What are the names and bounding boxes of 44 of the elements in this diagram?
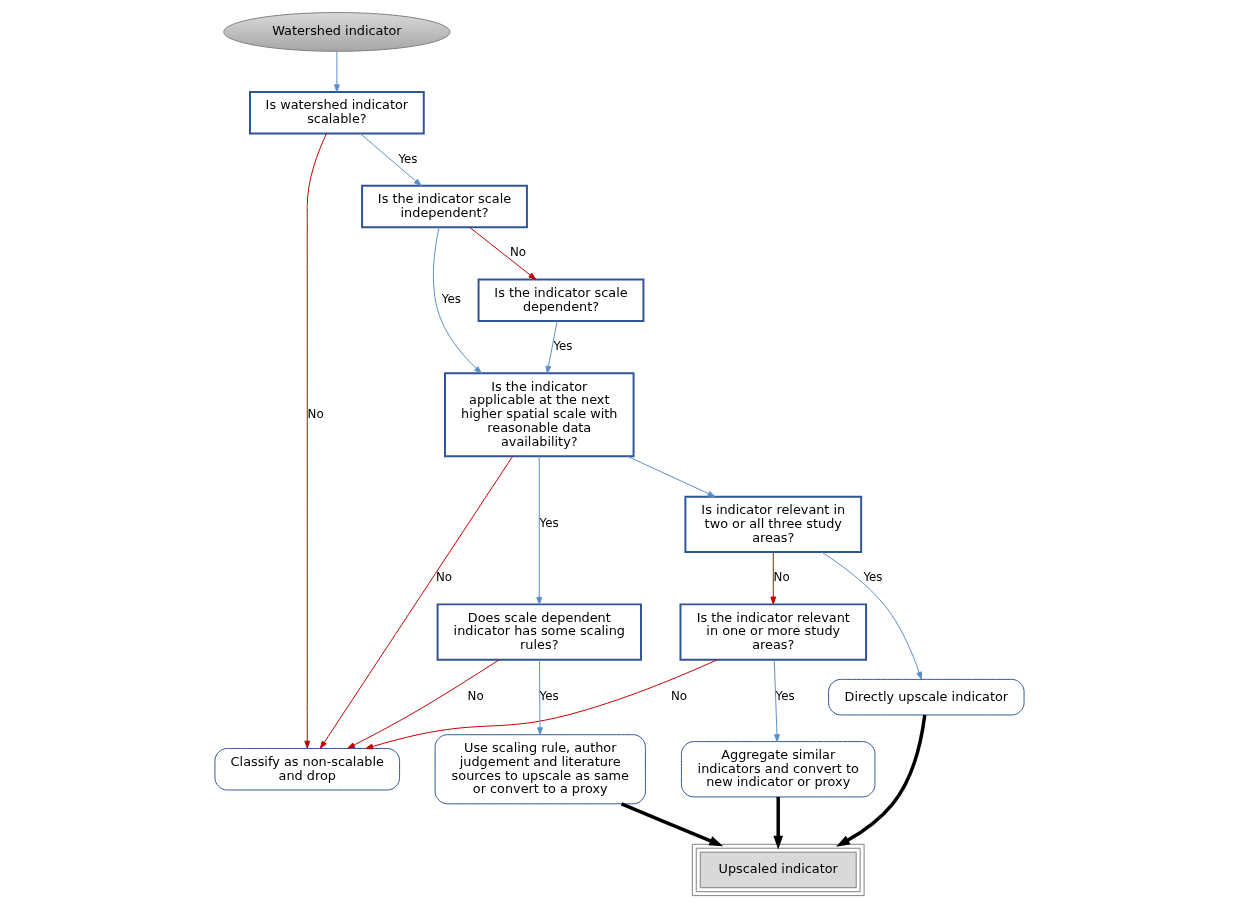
arrow [835, 714, 926, 847]
edge-label: Yes [775, 689, 795, 704]
node-box: Use scaling rule, author judgement and literature sources to upscale as same or convert to a proxy [434, 734, 646, 805]
arrow [432, 226, 482, 374]
node-box: Upscaled indicator [691, 843, 865, 897]
edge-label: No [509, 245, 526, 260]
arrow [820, 551, 922, 680]
arrow [626, 455, 715, 498]
edge-label: No [670, 689, 687, 704]
edge-label: Yes [862, 570, 883, 585]
arrow [772, 796, 783, 850]
arrow [364, 659, 718, 750]
node-ellipse: Watershed indicator [222, 12, 451, 52]
arrow [545, 320, 558, 374]
arrow [333, 51, 340, 93]
arrow [536, 659, 543, 736]
node-box: Directly upscale indicator [827, 678, 1025, 716]
node-box: Is the indicator scale independent? [360, 184, 528, 229]
node-box: Aggregate similar indicators and convert to new indicator or proxy [680, 741, 875, 798]
arrow [773, 659, 780, 743]
node-box: Is the indicator relevant in one or more study areas? [679, 603, 867, 661]
node-box: Does scale dependent indicator has some scaling rules? [436, 603, 642, 661]
edge-label: No [467, 689, 484, 704]
arrow [359, 133, 422, 187]
edge-label: Yes [539, 516, 559, 531]
edge-label: Yes [441, 292, 461, 307]
edge-label: No [435, 570, 452, 585]
node-box: Is the indicator scale dependent? [477, 278, 644, 322]
node-box: Classify as non-scalable and drop [213, 748, 400, 791]
arrow [303, 133, 327, 749]
edge-label: Yes [552, 339, 573, 354]
arrow [346, 659, 500, 749]
arrow [468, 226, 536, 280]
node-box: Is the indicator applicable at the next higher spatial scale with reasonable data availability? [443, 372, 635, 458]
node-box: Is watershed indicator scalable? [248, 90, 425, 135]
arrow [620, 802, 723, 847]
node-box: Is indicator relevant in two or all three study areas? [683, 495, 862, 554]
edge-label: No [307, 406, 324, 421]
arrow [319, 456, 513, 749]
arrow [535, 455, 542, 605]
edge-label: No [773, 570, 790, 585]
edge-label: Yes [397, 151, 418, 166]
arrow [769, 551, 776, 605]
edge-label: Yes [539, 689, 559, 704]
